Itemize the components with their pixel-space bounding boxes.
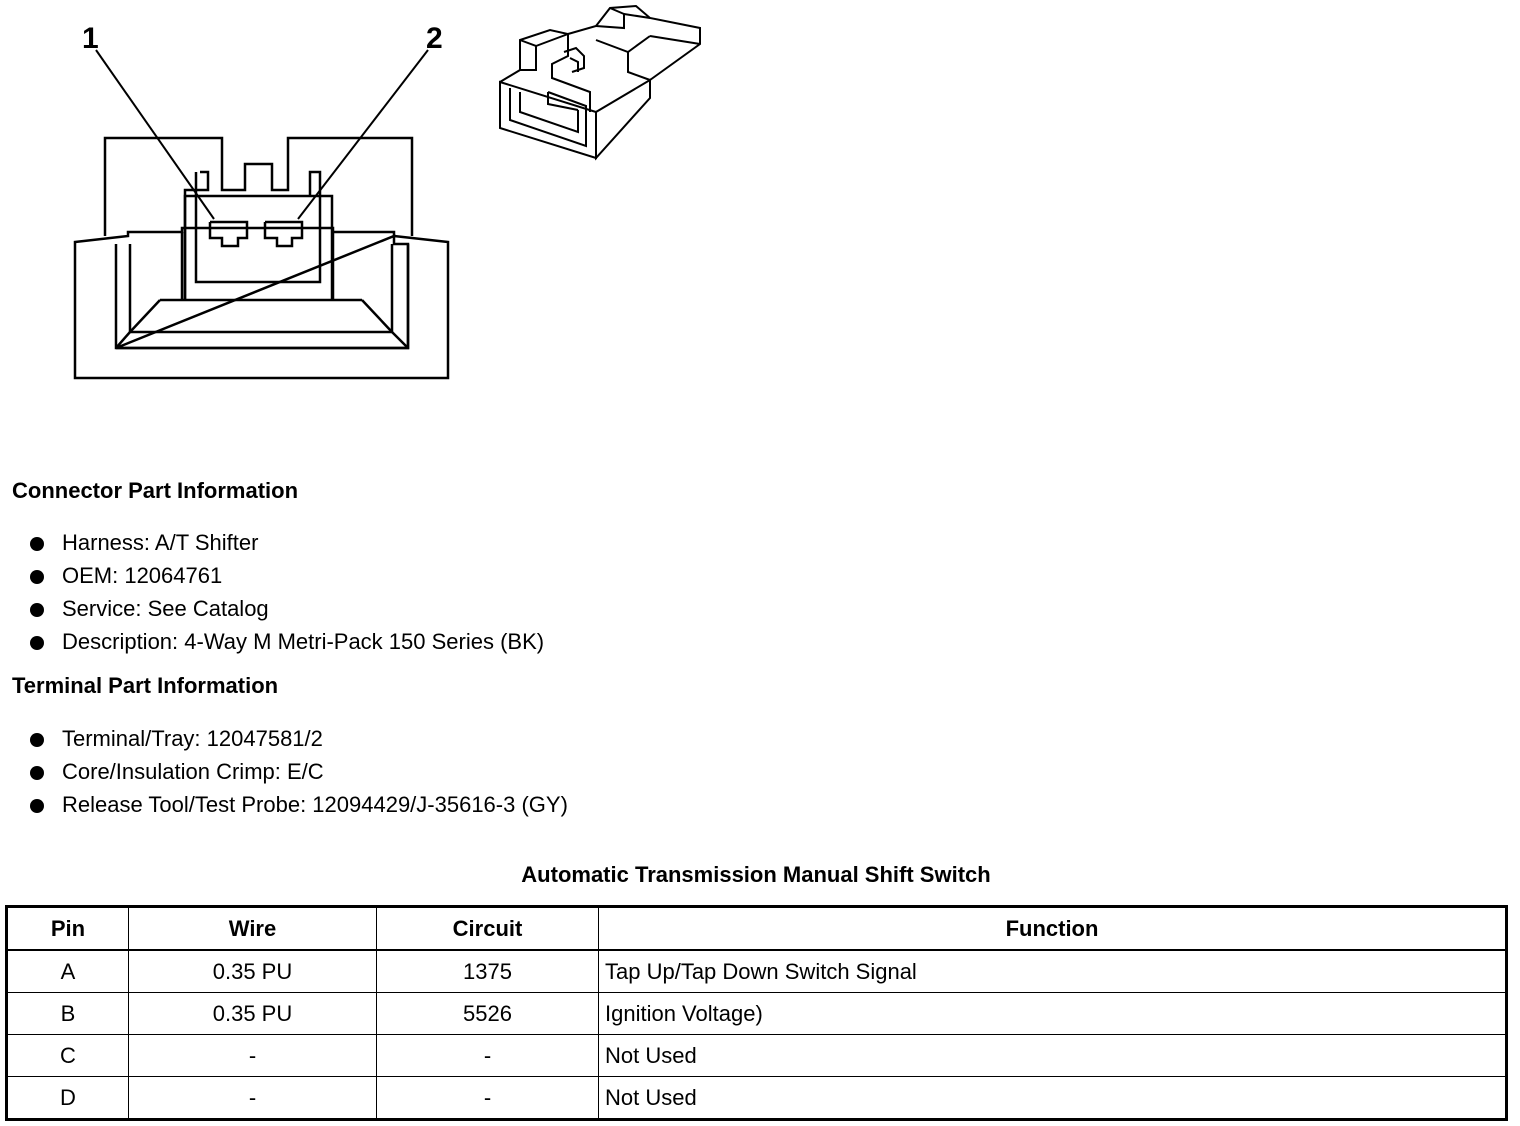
- cell-circuit: -: [376, 1076, 599, 1120]
- table-row: D - - Not Used: [6, 1076, 1507, 1120]
- cell-function: Not Used: [598, 1076, 1507, 1120]
- cell-wire: 0.35 PU: [128, 992, 377, 1035]
- table-row: A 0.35 PU 1375 Tap Up/Tap Down Switch Si…: [6, 949, 1507, 993]
- terminal-info-list: Terminal/Tray: 12047581/2 Core/Insulatio…: [28, 725, 568, 824]
- bullet-icon: [30, 570, 44, 584]
- leader-line-2: [297, 49, 429, 220]
- connector-info-list: Harness: A/T Shifter OEM: 12064761 Servi…: [28, 529, 544, 661]
- cell-circuit: 1375: [376, 949, 599, 993]
- bullet-icon: [30, 636, 44, 650]
- cell-pin: C: [6, 1034, 129, 1077]
- connector-upper-housing: [103, 136, 414, 236]
- leader-line-1: [95, 49, 215, 220]
- column-header-wire: Wire: [128, 906, 377, 951]
- cell-pin: A: [6, 949, 129, 993]
- connector-face-diagram: [73, 4, 701, 380]
- pinout-table: Pin Wire Circuit Function A 0.35 PU 1375…: [5, 905, 1508, 1121]
- table-row: C - - Not Used: [6, 1034, 1507, 1077]
- pin-label-1: 1: [82, 22, 99, 55]
- cell-circuit: -: [376, 1034, 599, 1077]
- cell-function: Not Used: [598, 1034, 1507, 1077]
- bullet-icon: [30, 603, 44, 617]
- cell-function: Tap Up/Tap Down Switch Signal: [598, 949, 1507, 993]
- column-header-function: Function: [598, 906, 1507, 951]
- cell-circuit: 5526: [376, 992, 599, 1035]
- cell-wire: -: [128, 1034, 377, 1077]
- column-header-circuit: Circuit: [376, 906, 599, 951]
- pin-label-2: 2: [426, 22, 443, 55]
- list-item: Terminal/Tray: 12047581/2: [28, 725, 568, 758]
- table-header-row: Pin Wire Circuit Function: [6, 906, 1507, 951]
- bullet-icon: [30, 799, 44, 813]
- terminal-info-heading: Terminal Part Information: [12, 673, 279, 698]
- connector-iso-view: [499, 4, 701, 161]
- table-row: B 0.35 PU 5526 Ignition Voltage): [6, 992, 1507, 1035]
- terminal-1: [208, 220, 249, 248]
- list-item: Description: 4-Way M Metri-Pack 150 Seri…: [28, 628, 544, 661]
- list-item: Service: See Catalog: [28, 595, 544, 628]
- cell-pin: B: [6, 992, 129, 1035]
- cell-wire: -: [128, 1076, 377, 1120]
- connector-info-heading: Connector Part Information: [12, 478, 299, 503]
- cell-function: Ignition Voltage): [598, 992, 1507, 1035]
- table-title: Automatic Transmission Manual Shift Swit…: [521, 862, 991, 887]
- list-item: Release Tool/Test Probe: 12094429/J-3561…: [28, 791, 568, 824]
- cell-wire: 0.35 PU: [128, 949, 377, 993]
- list-item: Core/Insulation Crimp: E/C: [28, 758, 568, 791]
- cell-pin: D: [6, 1076, 129, 1120]
- bullet-icon: [30, 537, 44, 551]
- terminal-2: [263, 220, 304, 248]
- column-header-pin: Pin: [6, 906, 129, 951]
- bullet-icon: [30, 733, 44, 747]
- list-item: OEM: 12064761: [28, 562, 544, 595]
- list-item: Harness: A/T Shifter: [28, 529, 544, 562]
- bullet-icon: [30, 766, 44, 780]
